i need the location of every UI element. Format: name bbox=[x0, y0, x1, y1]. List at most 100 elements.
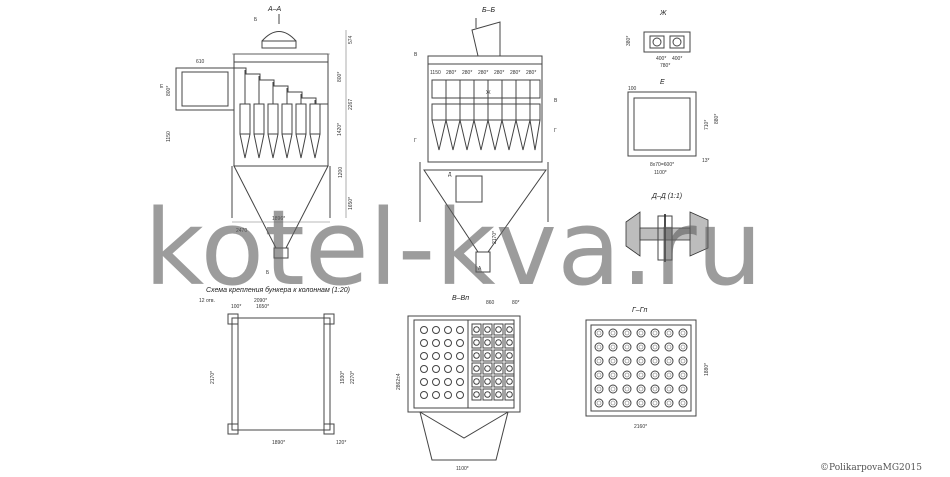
cell-hole bbox=[495, 391, 502, 398]
view-vv: В–Вп 860 80* 2862±4 1100* bbox=[396, 295, 521, 472]
cell-hole bbox=[484, 365, 491, 372]
hole bbox=[622, 342, 632, 352]
hole-inner bbox=[610, 372, 616, 378]
hole bbox=[636, 370, 646, 380]
hole-inner bbox=[666, 358, 672, 364]
cell bbox=[471, 375, 482, 388]
cell bbox=[504, 349, 515, 362]
dim-800b: 800* bbox=[337, 72, 343, 82]
hole-inner bbox=[624, 330, 630, 336]
hole-inner bbox=[596, 372, 602, 378]
cell-hole bbox=[495, 352, 502, 359]
hole-inner bbox=[638, 386, 644, 392]
dim-e710: 710* bbox=[704, 120, 710, 130]
section-aa-title: А–А bbox=[267, 6, 282, 13]
dim-1420: 1420* bbox=[337, 123, 343, 136]
hole bbox=[678, 370, 688, 380]
cell bbox=[471, 362, 482, 375]
hole bbox=[444, 378, 452, 386]
view-e: Е 100 8x70=600* 1100* 710* 880* 13* bbox=[627, 79, 720, 176]
watermark: kotel-kva.ru bbox=[144, 187, 763, 309]
cell bbox=[493, 362, 504, 375]
cell-hole bbox=[495, 339, 502, 346]
hole-inner bbox=[610, 386, 616, 392]
cell-hole bbox=[484, 339, 491, 346]
hole bbox=[456, 352, 464, 360]
cell bbox=[504, 336, 515, 349]
dim-1150: 1150 bbox=[166, 131, 172, 142]
hole bbox=[664, 370, 674, 380]
hole bbox=[444, 352, 452, 360]
hole bbox=[622, 398, 632, 408]
hole-inner bbox=[624, 372, 630, 378]
hole bbox=[420, 326, 428, 334]
cell bbox=[471, 336, 482, 349]
cyclone-elements bbox=[239, 70, 321, 159]
hole bbox=[650, 398, 660, 408]
hole-inner bbox=[638, 358, 644, 364]
hole bbox=[420, 352, 428, 360]
hole-inner bbox=[610, 330, 616, 336]
mount-scheme: Схема крепления бункера к колоннам (1:20… bbox=[199, 286, 356, 446]
hole bbox=[678, 328, 688, 338]
gg-holes bbox=[594, 328, 688, 408]
hole bbox=[432, 339, 440, 347]
hole-inner bbox=[596, 400, 602, 406]
label-v-right: В bbox=[554, 98, 558, 104]
hole-inner bbox=[680, 344, 686, 350]
hole bbox=[636, 328, 646, 338]
hole bbox=[608, 342, 618, 352]
hole bbox=[444, 339, 452, 347]
hole bbox=[678, 356, 688, 366]
hole-inner bbox=[666, 386, 672, 392]
dim-s280c: 280* bbox=[478, 70, 488, 76]
dim-1200: 1200 bbox=[338, 167, 344, 178]
cell-hole bbox=[484, 391, 491, 398]
hole-inner bbox=[652, 330, 658, 336]
hole-inner bbox=[610, 358, 616, 364]
dim-1896: 1896* bbox=[272, 216, 285, 222]
cell bbox=[482, 362, 493, 375]
hole bbox=[650, 384, 660, 394]
cell-hole bbox=[506, 339, 513, 346]
hole bbox=[664, 356, 674, 366]
dim-s2170: 2170* bbox=[492, 231, 498, 244]
cell bbox=[482, 349, 493, 362]
cell bbox=[493, 349, 504, 362]
cell-hole bbox=[473, 365, 480, 372]
hole bbox=[456, 326, 464, 334]
dim-zh380: 380* bbox=[626, 36, 632, 46]
hole bbox=[608, 328, 618, 338]
label-b-bottom: Б bbox=[266, 270, 270, 276]
hole bbox=[608, 370, 618, 380]
cell-hole bbox=[473, 326, 480, 333]
hole-inner bbox=[638, 372, 644, 378]
hole-inner bbox=[596, 358, 602, 364]
hole bbox=[444, 365, 452, 373]
view-bb: Б–Б В В Г Г 1150 280* 280* 280* 280* 280… bbox=[414, 7, 558, 273]
hole-inner bbox=[638, 330, 644, 336]
cell-hole bbox=[495, 365, 502, 372]
hole bbox=[420, 378, 428, 386]
hole-inner bbox=[624, 344, 630, 350]
section-bb-title: Б–Б bbox=[482, 7, 495, 14]
dim-m1890: 1890* bbox=[272, 440, 285, 446]
hole bbox=[636, 398, 646, 408]
hole bbox=[420, 391, 428, 399]
hole bbox=[444, 326, 452, 334]
hole bbox=[678, 384, 688, 394]
hole bbox=[432, 326, 440, 334]
dim-m-bolt: 12 отв. bbox=[199, 298, 215, 304]
hole bbox=[456, 391, 464, 399]
cell bbox=[482, 388, 493, 401]
vv-holes bbox=[420, 323, 515, 401]
cell-hole bbox=[506, 378, 513, 385]
dim-g1880: 1880* bbox=[704, 363, 710, 376]
hole-inner bbox=[638, 400, 644, 406]
dim-s280f: 280* bbox=[526, 70, 536, 76]
hole bbox=[636, 356, 646, 366]
hole bbox=[608, 384, 618, 394]
label-b-top: Б bbox=[254, 17, 258, 23]
dim-s1150: 1150 bbox=[430, 70, 441, 76]
hole bbox=[622, 384, 632, 394]
